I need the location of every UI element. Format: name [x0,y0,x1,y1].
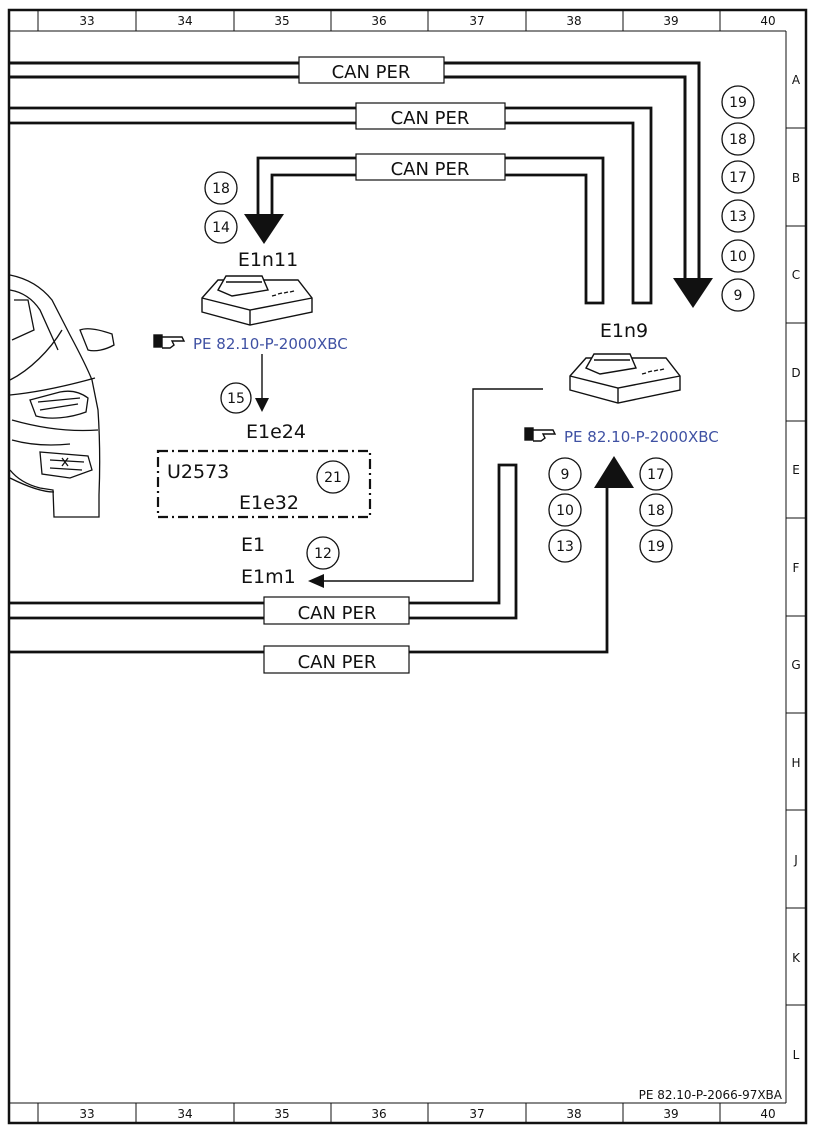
column-label: 36 [371,14,386,28]
column-label: 36 [371,1107,386,1121]
column-label: 38 [566,14,581,28]
column-label: 33 [79,14,94,28]
reference-link-e1n9[interactable]: PE 82.10-P-2000XBC [564,428,719,446]
badge-column-right: 19 18 17 13 10 9 [721,85,755,312]
row-label: H [791,756,800,770]
arrow-down-icon [673,278,713,308]
badge-number: 17 [647,467,665,483]
badge-number: 13 [729,209,747,225]
can-bus-wiring [9,61,701,654]
column-label: 37 [469,1107,484,1121]
row-label: F [793,561,800,575]
row-label: A [792,73,801,87]
badge-number: 10 [729,249,747,265]
badge-number: 18 [729,132,747,148]
badge-number: 18 [647,503,665,519]
bus-label: CAN PER [332,62,411,83]
row-labels: A B C D E F G H J K L [791,73,801,1062]
badge-number: 19 [729,95,747,111]
column-label: 34 [177,1107,192,1121]
pointing-hand-icon [524,427,557,442]
component-label-e1e32: E1e32 [239,492,299,514]
arrow-left-icon [308,574,324,588]
badge-number: 19 [647,539,665,555]
column-label: 40 [760,1107,775,1121]
bus-label: CAN PER [391,159,470,180]
reference-link-e1n11[interactable]: PE 82.10-P-2000XBC [193,335,348,353]
control-unit-icon [201,275,313,326]
column-label: 38 [566,1107,581,1121]
row-label: K [792,951,801,965]
column-label: 37 [469,14,484,28]
badge-number: 18 [212,181,230,197]
component-label-e1n9: E1n9 [600,320,648,342]
component-label-e1: E1 [241,534,265,556]
arrow-up-icon [594,456,634,488]
badge-number: 14 [212,220,230,236]
diagram-frame [7,8,808,1125]
column-label: 35 [274,14,289,28]
e1n9-group: E1n9 PE 82.10-P-2000XBC 9 10 13 17 [308,320,719,588]
can-bus-labels: CAN PER CAN PER CAN PER CAN PER CAN PER [263,56,506,674]
badge-number: 9 [561,467,570,483]
column-label: 39 [663,14,678,28]
badge-number: 21 [324,470,342,486]
component-label-e1e24: E1e24 [246,421,306,443]
component-label-e1n11: E1n11 [238,249,298,271]
row-label: B [792,171,800,185]
badge-number: 13 [556,539,574,555]
row-label: E [792,463,800,477]
component-label-e1m1: E1m1 [241,566,296,588]
column-label: 34 [177,14,192,28]
e1n11-group: 18 14 E1n11 PE 82.10-P-2000XBC 15 E1e24 … [153,171,372,588]
bus-label: CAN PER [298,603,377,624]
row-label: J [793,853,798,867]
arrow-down-icon [244,214,284,244]
column-label: 35 [274,1107,289,1121]
column-label: 39 [663,1107,678,1121]
row-label: D [791,366,800,380]
row-label: L [793,1048,800,1062]
column-label: 33 [79,1107,94,1121]
badge-number: 17 [729,170,747,186]
control-unit-icon [569,353,681,404]
vehicle-front-icon [9,274,115,518]
footer-reference: PE 82.10-P-2066-97XBA [639,1088,783,1102]
badge-number: 10 [556,503,574,519]
row-label: G [791,658,800,672]
bus-label: CAN PER [298,652,377,673]
column-labels-bottom: 33 34 35 36 37 38 39 40 [79,1107,775,1121]
column-label: 40 [760,14,775,28]
badge-number: 15 [227,391,245,407]
badge-number: 9 [734,288,743,304]
bus-label: CAN PER [391,108,470,129]
badge-number: 12 [314,546,332,562]
pointing-hand-icon [153,334,186,349]
column-labels-top: 33 34 35 36 37 38 39 40 [79,14,775,28]
signal-arrows [244,214,713,488]
row-label: C [792,268,800,282]
component-label-u2573: U2573 [167,461,229,483]
arrow-down-icon [255,398,269,412]
u2573-boundary [156,449,372,519]
